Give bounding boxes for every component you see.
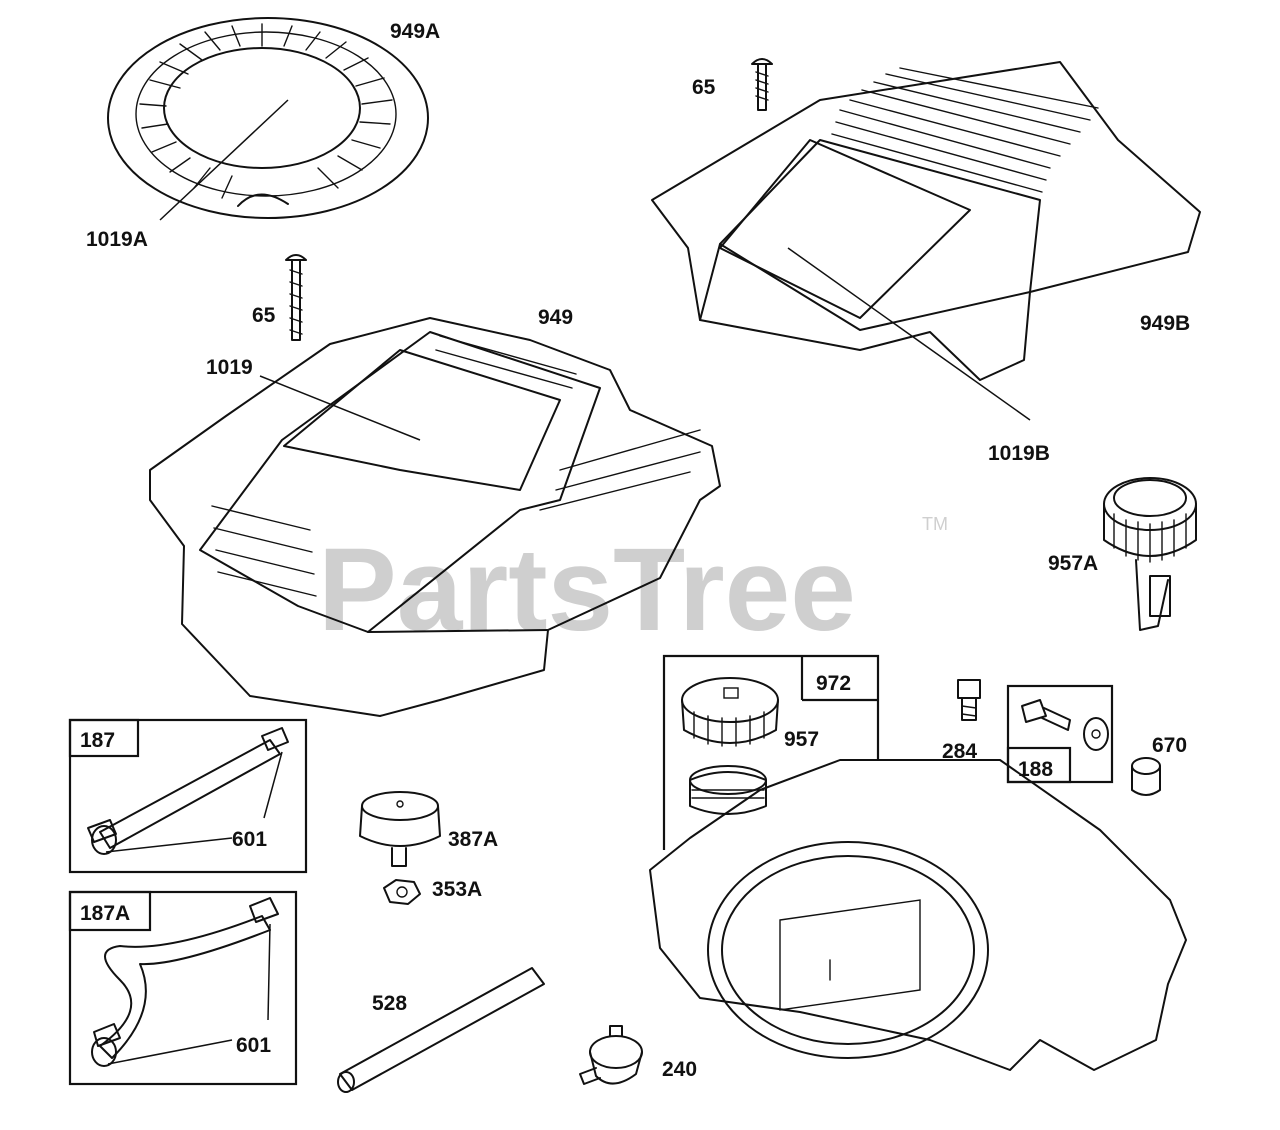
- part-972-kit-box[interactable]: [662, 654, 880, 850]
- callout-284: 284: [942, 740, 977, 763]
- part-187-kit-box[interactable]: [68, 718, 308, 874]
- callout-187: 187: [80, 729, 115, 752]
- part-949A-grille[interactable]: [107, 17, 429, 221]
- part-65-screw-top[interactable]: [751, 58, 773, 111]
- part-353A-nut[interactable]: [383, 879, 421, 905]
- callout-972: 972: [816, 672, 851, 695]
- callout-528: 528: [372, 992, 407, 1015]
- watermark-text: PartsTree: [318, 524, 856, 656]
- part-528-tube[interactable]: [337, 967, 545, 1093]
- part-957A-fuel-cap-gauge[interactable]: [1103, 477, 1197, 631]
- callout-957: 957: [784, 728, 819, 751]
- part-949B-shroud[interactable]: [651, 61, 1201, 421]
- callout-1019A: 1019A: [86, 228, 148, 251]
- callout-65-left: 65: [252, 304, 276, 327]
- part-957-fuel-cap[interactable]: [681, 677, 779, 747]
- watermark: PartsTree TM: [318, 514, 948, 656]
- callout-188: 188: [1018, 758, 1053, 781]
- callout-1019: 1019: [206, 356, 253, 379]
- callout-949B: 949B: [1140, 312, 1190, 335]
- part-187A-kit-box[interactable]: [68, 890, 298, 1086]
- callout-353A: 353A: [432, 878, 482, 901]
- part-670-spacer[interactable]: [1131, 757, 1161, 796]
- part-284-bolt[interactable]: [957, 679, 981, 721]
- callout-187A: 187A: [80, 902, 130, 925]
- callout-957A: 957A: [1048, 552, 1098, 575]
- part-65-screw-left[interactable]: [285, 254, 307, 341]
- part-240-filter[interactable]: [579, 1025, 643, 1085]
- part-fuel-tank[interactable]: [649, 759, 1187, 1071]
- watermark-trademark: TM: [922, 514, 948, 534]
- callout-949A: 949A: [390, 20, 440, 43]
- callout-65-top: 65: [692, 76, 716, 99]
- callout-601-upper: 601: [232, 828, 267, 851]
- callout-601-lower: 601: [236, 1034, 271, 1057]
- callout-670: 670: [1152, 734, 1187, 757]
- callout-240: 240: [662, 1058, 697, 1081]
- callout-387A: 387A: [448, 828, 498, 851]
- part-387A-vent[interactable]: [359, 791, 441, 867]
- callout-949: 949: [538, 306, 573, 329]
- callout-1019B: 1019B: [988, 442, 1050, 465]
- part-949-shroud[interactable]: [149, 317, 721, 717]
